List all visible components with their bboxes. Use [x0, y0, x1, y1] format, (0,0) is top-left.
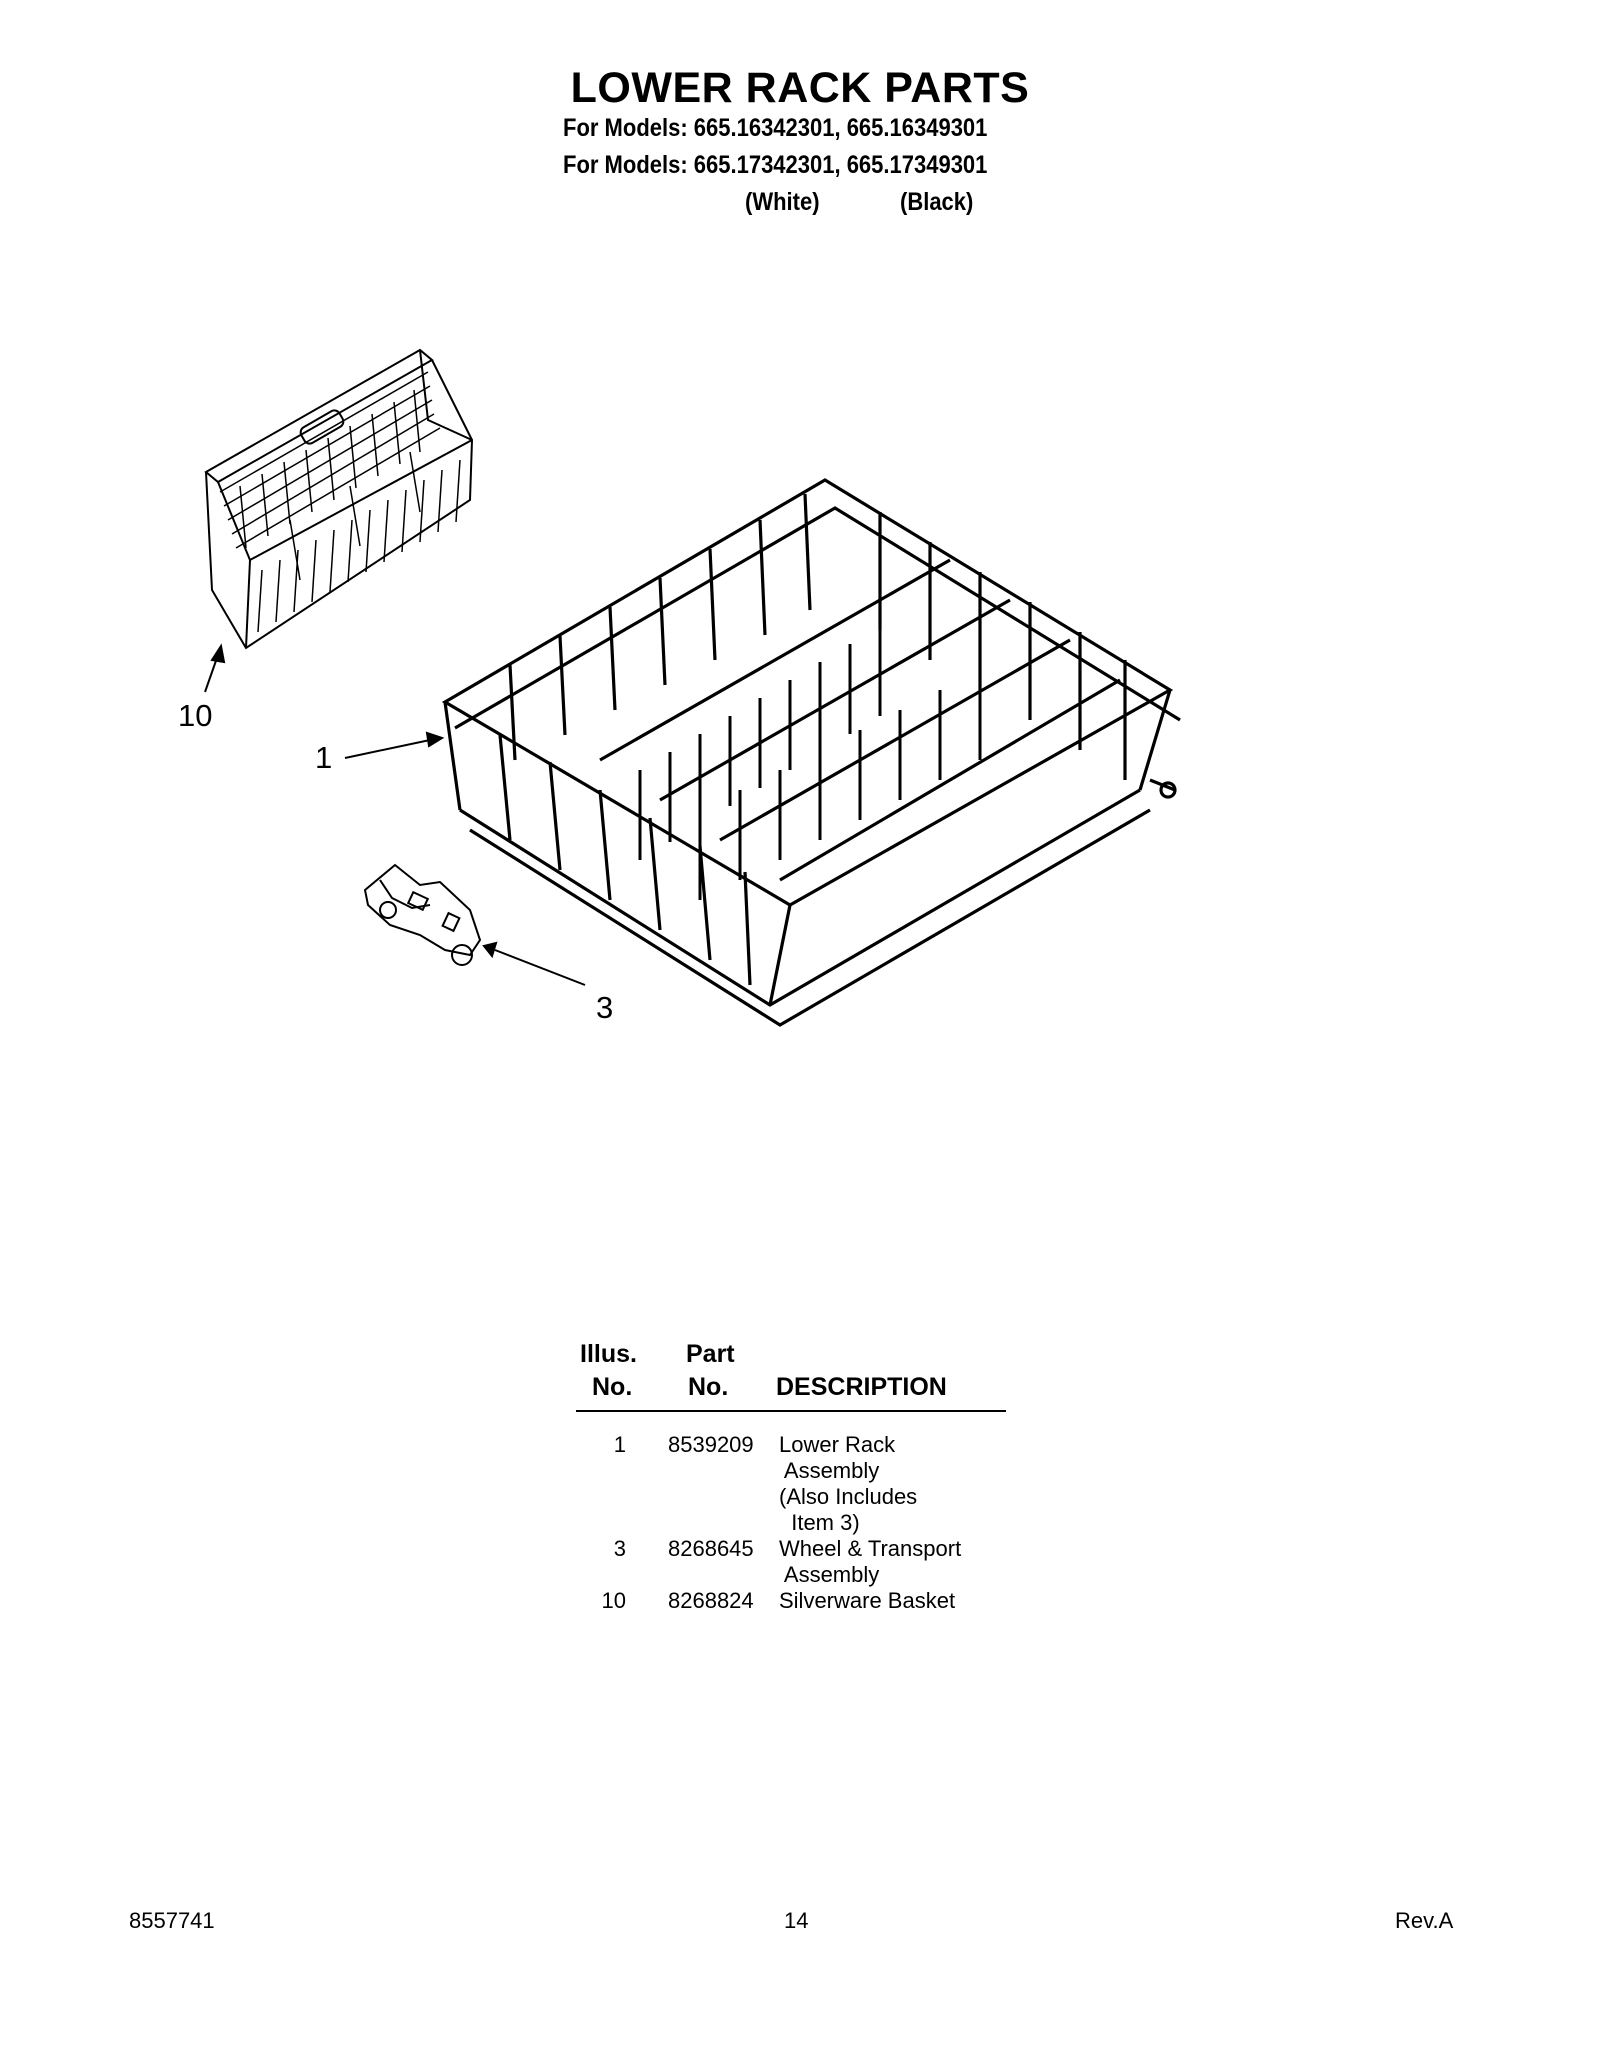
revision-label: Rev.A: [1395, 1908, 1454, 1933]
illus-number: 10: [601, 1588, 626, 1613]
header-illus-no: No.: [592, 1373, 633, 1401]
wheel-transport-illustration: [363, 863, 482, 966]
callout-leaders: [204, 643, 586, 986]
header-illus: Illus.: [580, 1340, 637, 1368]
table-header-rule: [576, 1410, 1006, 1412]
part-description: Wheel & Transport Assembly: [779, 1536, 962, 1587]
callout-label-3: 3: [596, 990, 614, 1025]
table-row: 3 8268645 Wheel & Transport Assembly: [576, 1536, 1006, 1588]
page-number: 14: [784, 1908, 809, 1933]
callout-label-1: 1: [315, 740, 333, 775]
illus-number: 1: [613, 1432, 626, 1457]
part-number: 8539209: [668, 1432, 754, 1457]
color-white-label: (White): [745, 188, 820, 216]
parts-table-rows: 1 8539209 Lower Rack Assembly (Also Incl…: [576, 1432, 1006, 1614]
part-description: Lower Rack Assembly (Also Includes Item …: [779, 1432, 918, 1535]
lower-rack-diagram: [204, 348, 1181, 1027]
header-part-no: No.: [688, 1373, 729, 1401]
silverware-basket-illustration: [204, 348, 474, 650]
table-row: 10 8268824 Silverware Basket: [576, 1588, 1006, 1614]
part-number: 8268824: [668, 1588, 754, 1613]
illus-number: 3: [613, 1536, 626, 1561]
lower-rack-illustration: [441, 478, 1181, 1027]
part-description: Silverware Basket: [779, 1588, 956, 1613]
document-number: 8557741: [129, 1908, 215, 1933]
model-numbers-line-1: For Models: 665.16342301, 665.16349301: [563, 114, 988, 142]
color-black-label: (Black): [900, 188, 974, 216]
page-title: LOWER RACK PARTS: [570, 64, 1030, 112]
part-number: 8268645: [668, 1536, 754, 1561]
model-numbers-line-2: For Models: 665.17342301, 665.17349301: [563, 151, 988, 179]
table-row: 1 8539209 Lower Rack Assembly (Also Incl…: [576, 1432, 1006, 1536]
callout-label-10: 10: [178, 698, 213, 733]
header-part: Part: [686, 1340, 735, 1368]
header-description: DESCRIPTION: [776, 1373, 947, 1401]
